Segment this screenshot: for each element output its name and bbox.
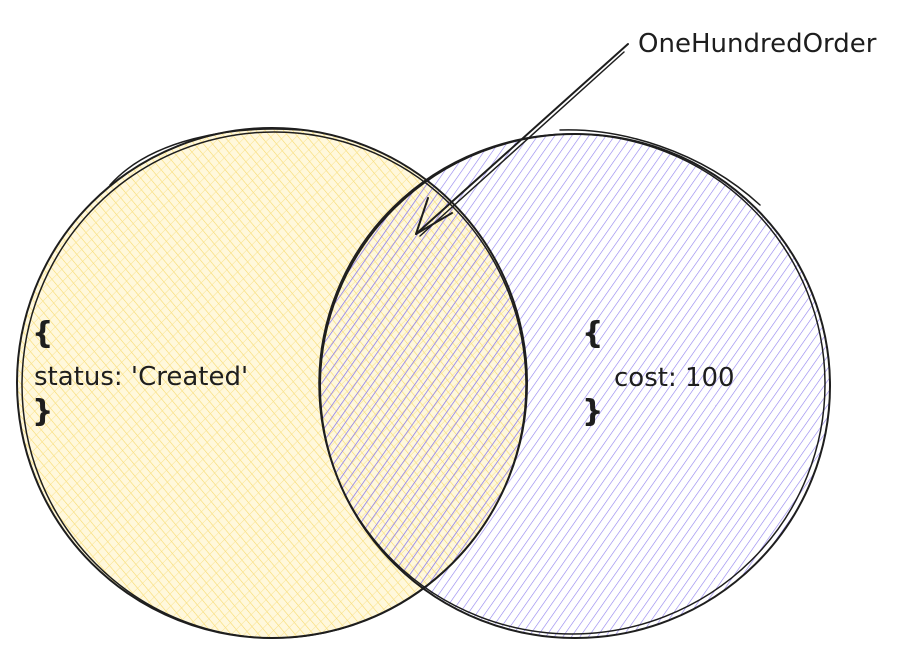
right-open-brace: { <box>582 316 603 351</box>
left-open-brace: { <box>32 316 53 351</box>
right-close-brace: } <box>582 394 603 429</box>
diagram-title: OneHundredOrder <box>638 29 877 59</box>
pointer-arrow <box>415 43 629 237</box>
left-set-label: status: 'Created' <box>34 362 248 392</box>
right-set-outline <box>318 129 831 639</box>
intersection-fill <box>320 134 527 638</box>
left-set-outline <box>16 127 528 639</box>
right-set-label: cost: 100 <box>614 363 735 393</box>
left-close-brace: } <box>32 394 53 429</box>
